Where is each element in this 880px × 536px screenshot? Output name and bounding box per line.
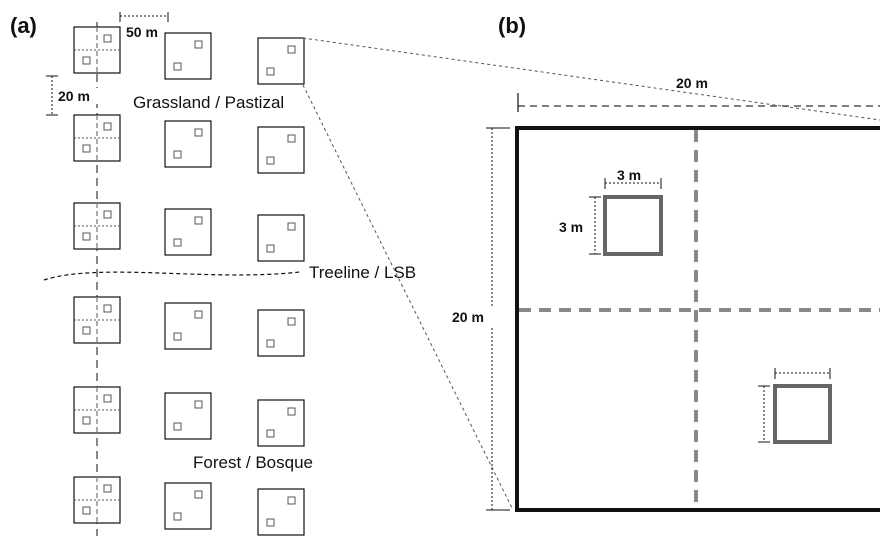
subplot	[103, 210, 112, 219]
subplot	[266, 429, 275, 438]
panel-a: (a) 50 m 20 m Grassland / Pastizal Treel…	[10, 12, 428, 536]
subplot	[103, 122, 112, 131]
zoom-connector	[302, 37, 880, 511]
subplot	[266, 339, 275, 348]
subplot	[194, 490, 203, 499]
zone-label-treeline: Treeline / LSB	[309, 263, 416, 282]
subplot	[173, 332, 182, 341]
subplot	[287, 134, 296, 143]
plot	[257, 399, 305, 447]
subplot	[173, 512, 182, 521]
subplot	[266, 67, 275, 76]
subplot	[287, 45, 296, 54]
subplot	[173, 422, 182, 431]
plot	[164, 32, 212, 80]
subplot-height-dimension: 3 m	[559, 196, 601, 255]
row-spacing-label: 20 m	[58, 88, 90, 104]
plot-height-dimension: 20 m	[448, 127, 510, 511]
plot	[73, 476, 121, 524]
plot-width-dimension: 20 m	[517, 75, 880, 112]
subplot	[103, 394, 112, 403]
subplot	[173, 62, 182, 71]
subplot-lower-right	[773, 384, 832, 444]
subplot	[82, 56, 91, 65]
subplot-2-height-dimension	[758, 385, 770, 443]
row-spacing-dimension: 20 m	[46, 75, 98, 116]
subplot	[287, 407, 296, 416]
plot	[164, 120, 212, 168]
subplot	[266, 244, 275, 253]
plot	[73, 26, 121, 74]
subplot	[266, 518, 275, 527]
subplot	[194, 400, 203, 409]
subplot	[173, 238, 182, 247]
plot	[73, 114, 121, 162]
subplot	[194, 310, 203, 319]
plot-frame	[515, 126, 880, 512]
plot	[73, 296, 121, 344]
subplot	[82, 232, 91, 241]
plot-height-label: 20 m	[452, 309, 484, 325]
plot-spacing-dimension: 50 m	[119, 12, 169, 40]
plot	[257, 126, 305, 174]
subplot	[103, 484, 112, 493]
plot	[164, 208, 212, 256]
plot	[73, 202, 121, 250]
subplot-height-label: 3 m	[559, 219, 583, 235]
subplot	[287, 317, 296, 326]
subplot	[82, 506, 91, 515]
subplot	[287, 496, 296, 505]
plot	[164, 302, 212, 350]
subplot	[82, 144, 91, 153]
plot	[257, 214, 305, 262]
subplot-upper-left	[603, 195, 663, 256]
subplot-2-width-dimension	[774, 368, 831, 379]
treeline-boundary-line	[43, 271, 301, 281]
plot	[73, 386, 121, 434]
subplot	[266, 156, 275, 165]
plot-spacing-label: 50 m	[126, 24, 158, 40]
subplot	[194, 216, 203, 225]
subplot	[194, 128, 203, 137]
panel-b: (b) 20 m 20 m 3 m	[448, 13, 880, 512]
plot-width-label: 20 m	[676, 75, 708, 91]
subplot-width-dimension: 3 m	[604, 167, 662, 189]
subplot	[173, 150, 182, 159]
subplot-width-label: 3 m	[617, 167, 641, 183]
subplot	[82, 326, 91, 335]
plot-grid	[73, 26, 305, 536]
subplot	[194, 40, 203, 49]
subplot	[103, 34, 112, 43]
subplot	[103, 304, 112, 313]
plot	[257, 309, 305, 357]
zone-label-grassland: Grassland / Pastizal	[133, 93, 284, 112]
plot	[257, 488, 305, 536]
zone-label-forest: Forest / Bosque	[193, 453, 313, 472]
plot	[164, 482, 212, 530]
panel-b-label: (b)	[498, 13, 526, 38]
plot	[164, 392, 212, 440]
plot	[257, 37, 305, 85]
panel-a-label: (a)	[10, 13, 37, 38]
subplot	[82, 416, 91, 425]
subplot	[287, 222, 296, 231]
